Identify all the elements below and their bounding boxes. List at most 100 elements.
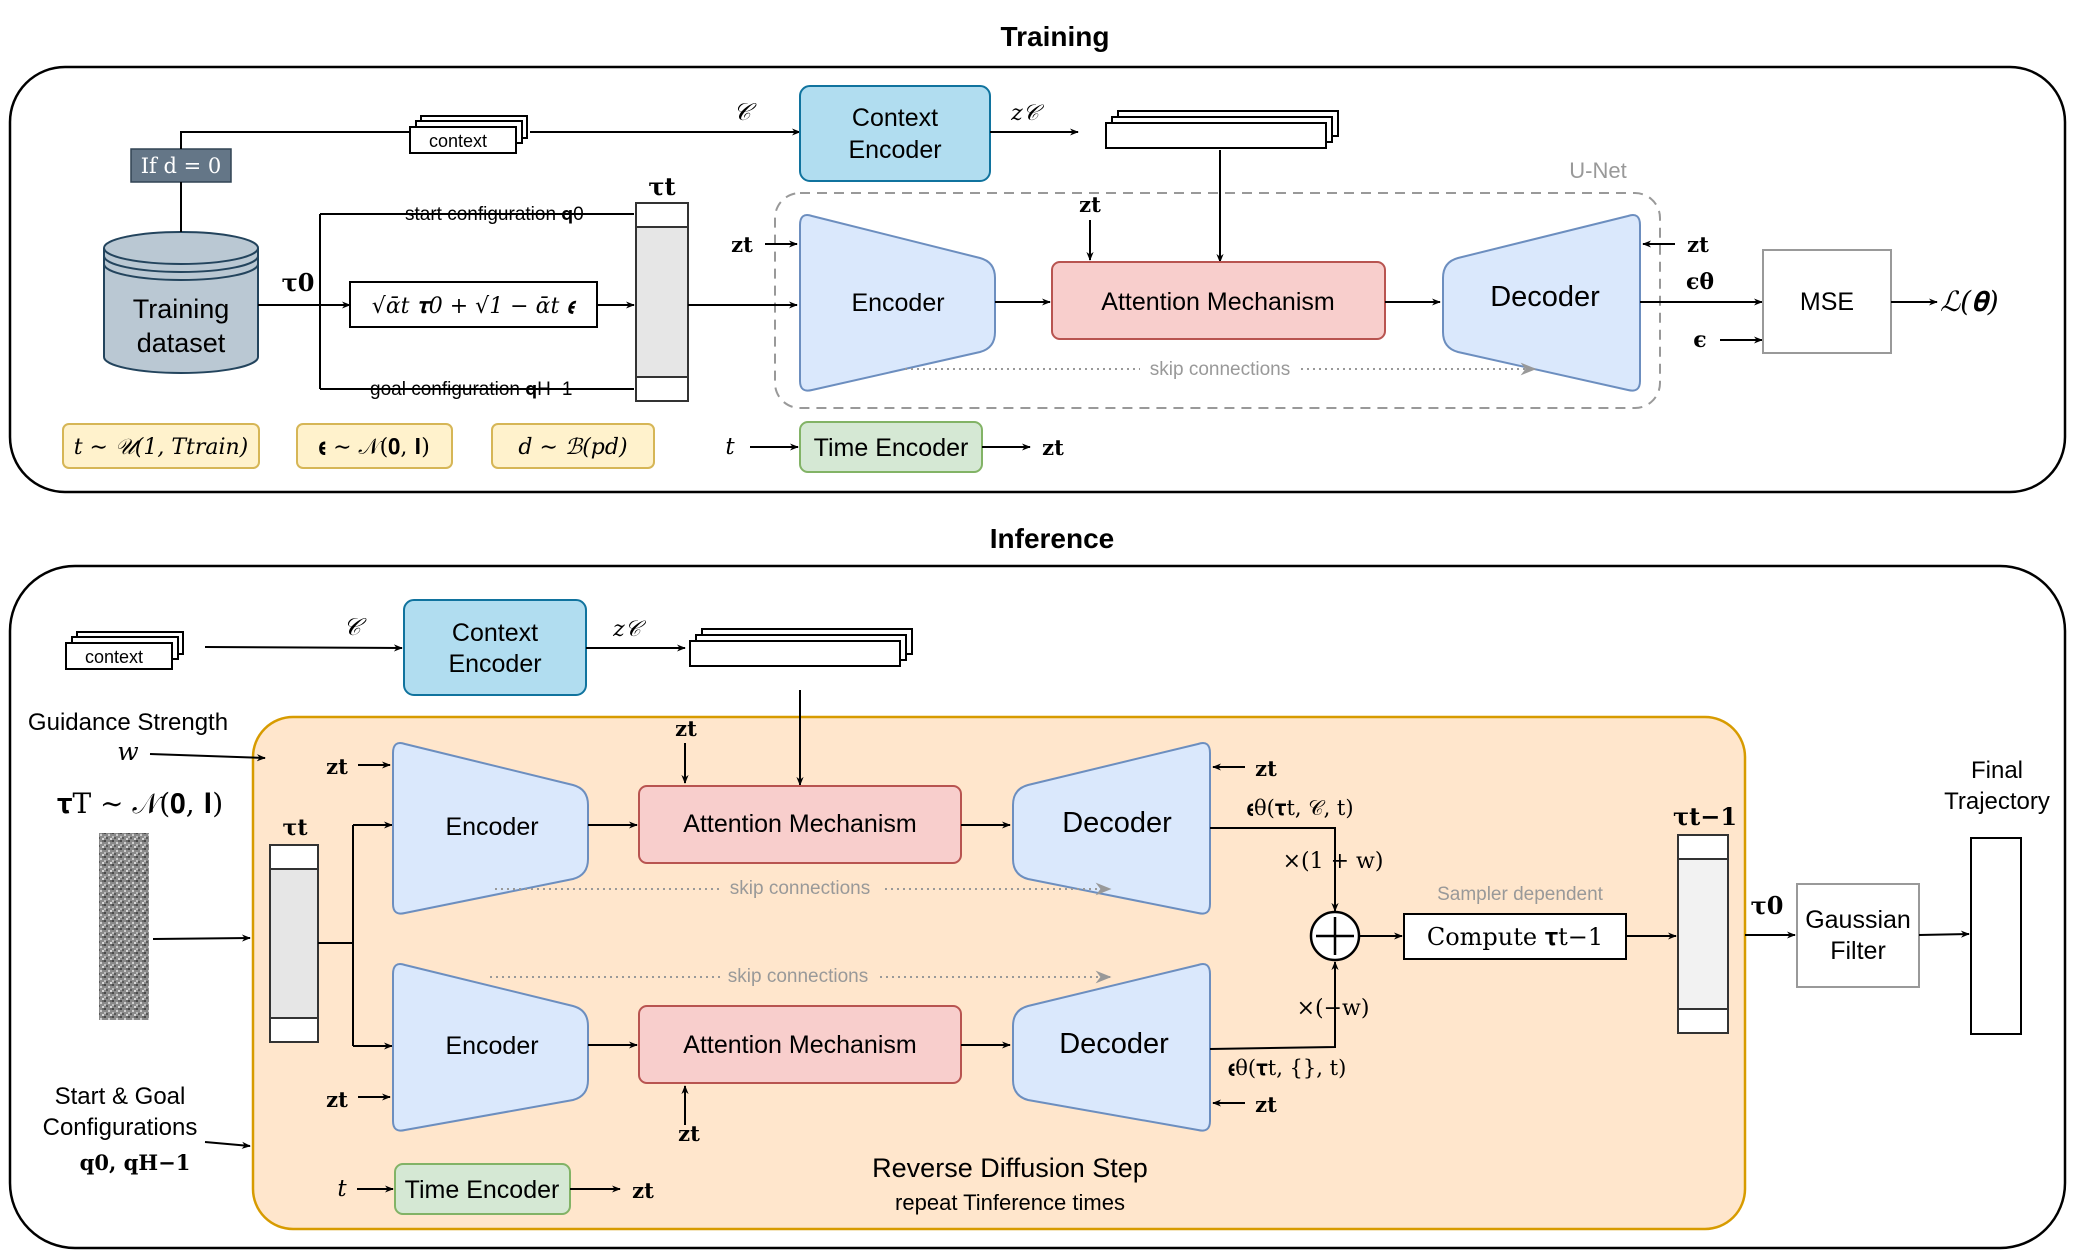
training-context-label: context [429,131,487,151]
training-c-symbol: 𝒞 [733,98,757,126]
eps-cond-label: 𝛜θ(𝛕t, 𝒞, t) [1246,796,1353,820]
training-zt-encoder: 𝐳t [731,232,753,257]
eps-uncond-label: 𝛜θ(𝛕t, {}, t) [1228,1056,1347,1080]
if-d0-box [130,148,232,183]
final-trajectory-box [1970,837,2022,1035]
noise-formula-box [349,281,598,328]
training-frame [8,65,2067,494]
inference-tau-vector [269,844,319,1043]
goal-config-label: goal configuration 𝐪H−1 [370,379,572,400]
inference-attention-top-label: Attention Mechanism [683,810,916,838]
training-zt-time: 𝐳t [1042,435,1064,460]
inference-t-label: t [337,1176,347,1202]
training-context-encoder-l1: Context [852,104,938,132]
gaussian-filter-box [1796,883,1920,988]
inference-context-encoder-l1: Context [452,619,538,647]
dist-d-box [491,423,655,469]
tau-t1-label: 𝛕t−1 [1673,802,1737,831]
training-context-encoder-l2: Encoder [848,136,941,164]
dist-d-label: d ∼ ℬ(pd) [518,435,627,460]
inference-encoder-bottom-label: Encoder [445,1032,538,1060]
reverse-line2: repeat Tinference times [895,1190,1125,1215]
loss-label: ℒ(𝛉) [1940,285,1999,318]
start-goal-line2: Configurations [43,1114,198,1141]
inference-context-encoder [403,599,587,696]
decoder-top-to-sum-arrow [1210,827,1339,912]
dist-t-box [62,423,260,469]
inference-decoder-top-label: Decoder [1062,807,1172,839]
skip-bottom-label-bg [720,964,880,988]
if-d0-label: If d = 0 [141,154,222,178]
dataset-line1: Training [133,294,230,324]
inference-zt-time: 𝐳t [632,1178,654,1203]
inference-decoder-top [1012,742,1211,915]
final-line2: Trajectory [1944,788,2050,815]
training-t-label: t [725,434,735,460]
training-tau-t-label: 𝛕t [648,172,675,201]
start-config-label: start configuration 𝐪0 [405,204,584,225]
inference-zc-label: z𝒞 [612,617,647,642]
tau0-inference-label: 𝛕0 [1751,891,1784,920]
zt-encoder-top: 𝐳t [326,754,348,779]
training-time-encoder-label: Time Encoder [814,434,969,462]
training-attention [1051,261,1386,340]
training-decoder-label: Decoder [1490,281,1600,313]
eps-label: 𝛜 [1693,327,1706,353]
compute-box [1403,913,1627,960]
training-tau0-label: 𝛕0 [282,268,315,297]
tau-T-label: 𝛕T ∼ 𝒩(𝟎, 𝐈) [57,787,223,820]
reverse-line1: Reverse Diffusion Step [872,1153,1148,1183]
zt-decoder-bottom: 𝐳t [1255,1092,1277,1117]
inference-decoder-bottom-label: Decoder [1059,1028,1169,1060]
reverse-diffusion-box [251,715,1747,1231]
inference-encoder-bottom [392,963,589,1132]
dist-t-label: t ∼ 𝒰(1, Ttrain) [74,435,249,460]
inference-context-embedding-stack [689,628,913,667]
training-zt-decoder: 𝐳t [1687,232,1709,257]
inference-decoder-bottom [1012,963,1211,1132]
dist-eps-label: 𝛜 ∼ 𝒩(𝟎, 𝐈) [318,435,430,460]
skip-top-label-bg [722,876,882,900]
gaussian-line2: Filter [1830,937,1886,965]
inference-frame [8,564,2067,1250]
dist-eps-box [296,423,453,469]
training-decoder [1442,214,1641,392]
inference-title: Inference [990,523,1115,554]
start-goal-arrow [204,1141,251,1149]
decoder-bottom-to-sum-arrow [1209,961,1339,1050]
inference-context-label: context [85,647,143,667]
compute-label: Compute 𝛕t−1 [1427,923,1603,951]
training-skip-label-bg [1140,356,1300,380]
start-goal-line1: Start & Goal [55,1083,186,1110]
noise-to-tau-arrow [152,934,251,942]
inference-attention-bottom-label: Attention Mechanism [683,1031,916,1059]
training-zc-label: z𝒞 [1010,101,1045,126]
start-goal-line3: 𝐪0, 𝐪H−1 [80,1150,191,1175]
inference-encoder-top-label: Encoder [445,813,538,841]
tau-t1-vector [1677,834,1729,1034]
skip-bottom-label: skip connections [728,966,868,987]
inference-c-symbol: 𝒞 [343,613,367,641]
eps-theta-label: 𝛜θ [1686,269,1714,295]
gaussian-line1: Gaussian [1805,906,1911,934]
training-tau-vector [635,202,689,402]
guidance-line1: Guidance Strength [28,709,228,736]
training-context-stack: context [409,115,528,154]
inference-context-stack: context [65,631,184,670]
unet-dashed-box [774,192,1661,409]
zt-decoder-top: 𝐳t [1255,756,1277,781]
mse-box [1762,249,1892,354]
training-dataset: Training dataset [103,231,259,374]
zt-attention-bottom: 𝐳t [678,1121,700,1146]
mult-neg-label: ×(−w) [1297,996,1370,1021]
inference-context-arrow [204,644,403,652]
zt-attention-top: 𝐳t [675,716,697,741]
training-zt-attention: 𝐳t [1079,192,1101,217]
guidance-arrow [149,753,266,762]
training-title: Training [1001,21,1110,52]
training-skip-label: skip connections [1150,359,1290,380]
guidance-line2: w [117,737,138,766]
zt-encoder-bottom: 𝐳t [326,1087,348,1112]
skip-top-label: skip connections [730,878,870,899]
